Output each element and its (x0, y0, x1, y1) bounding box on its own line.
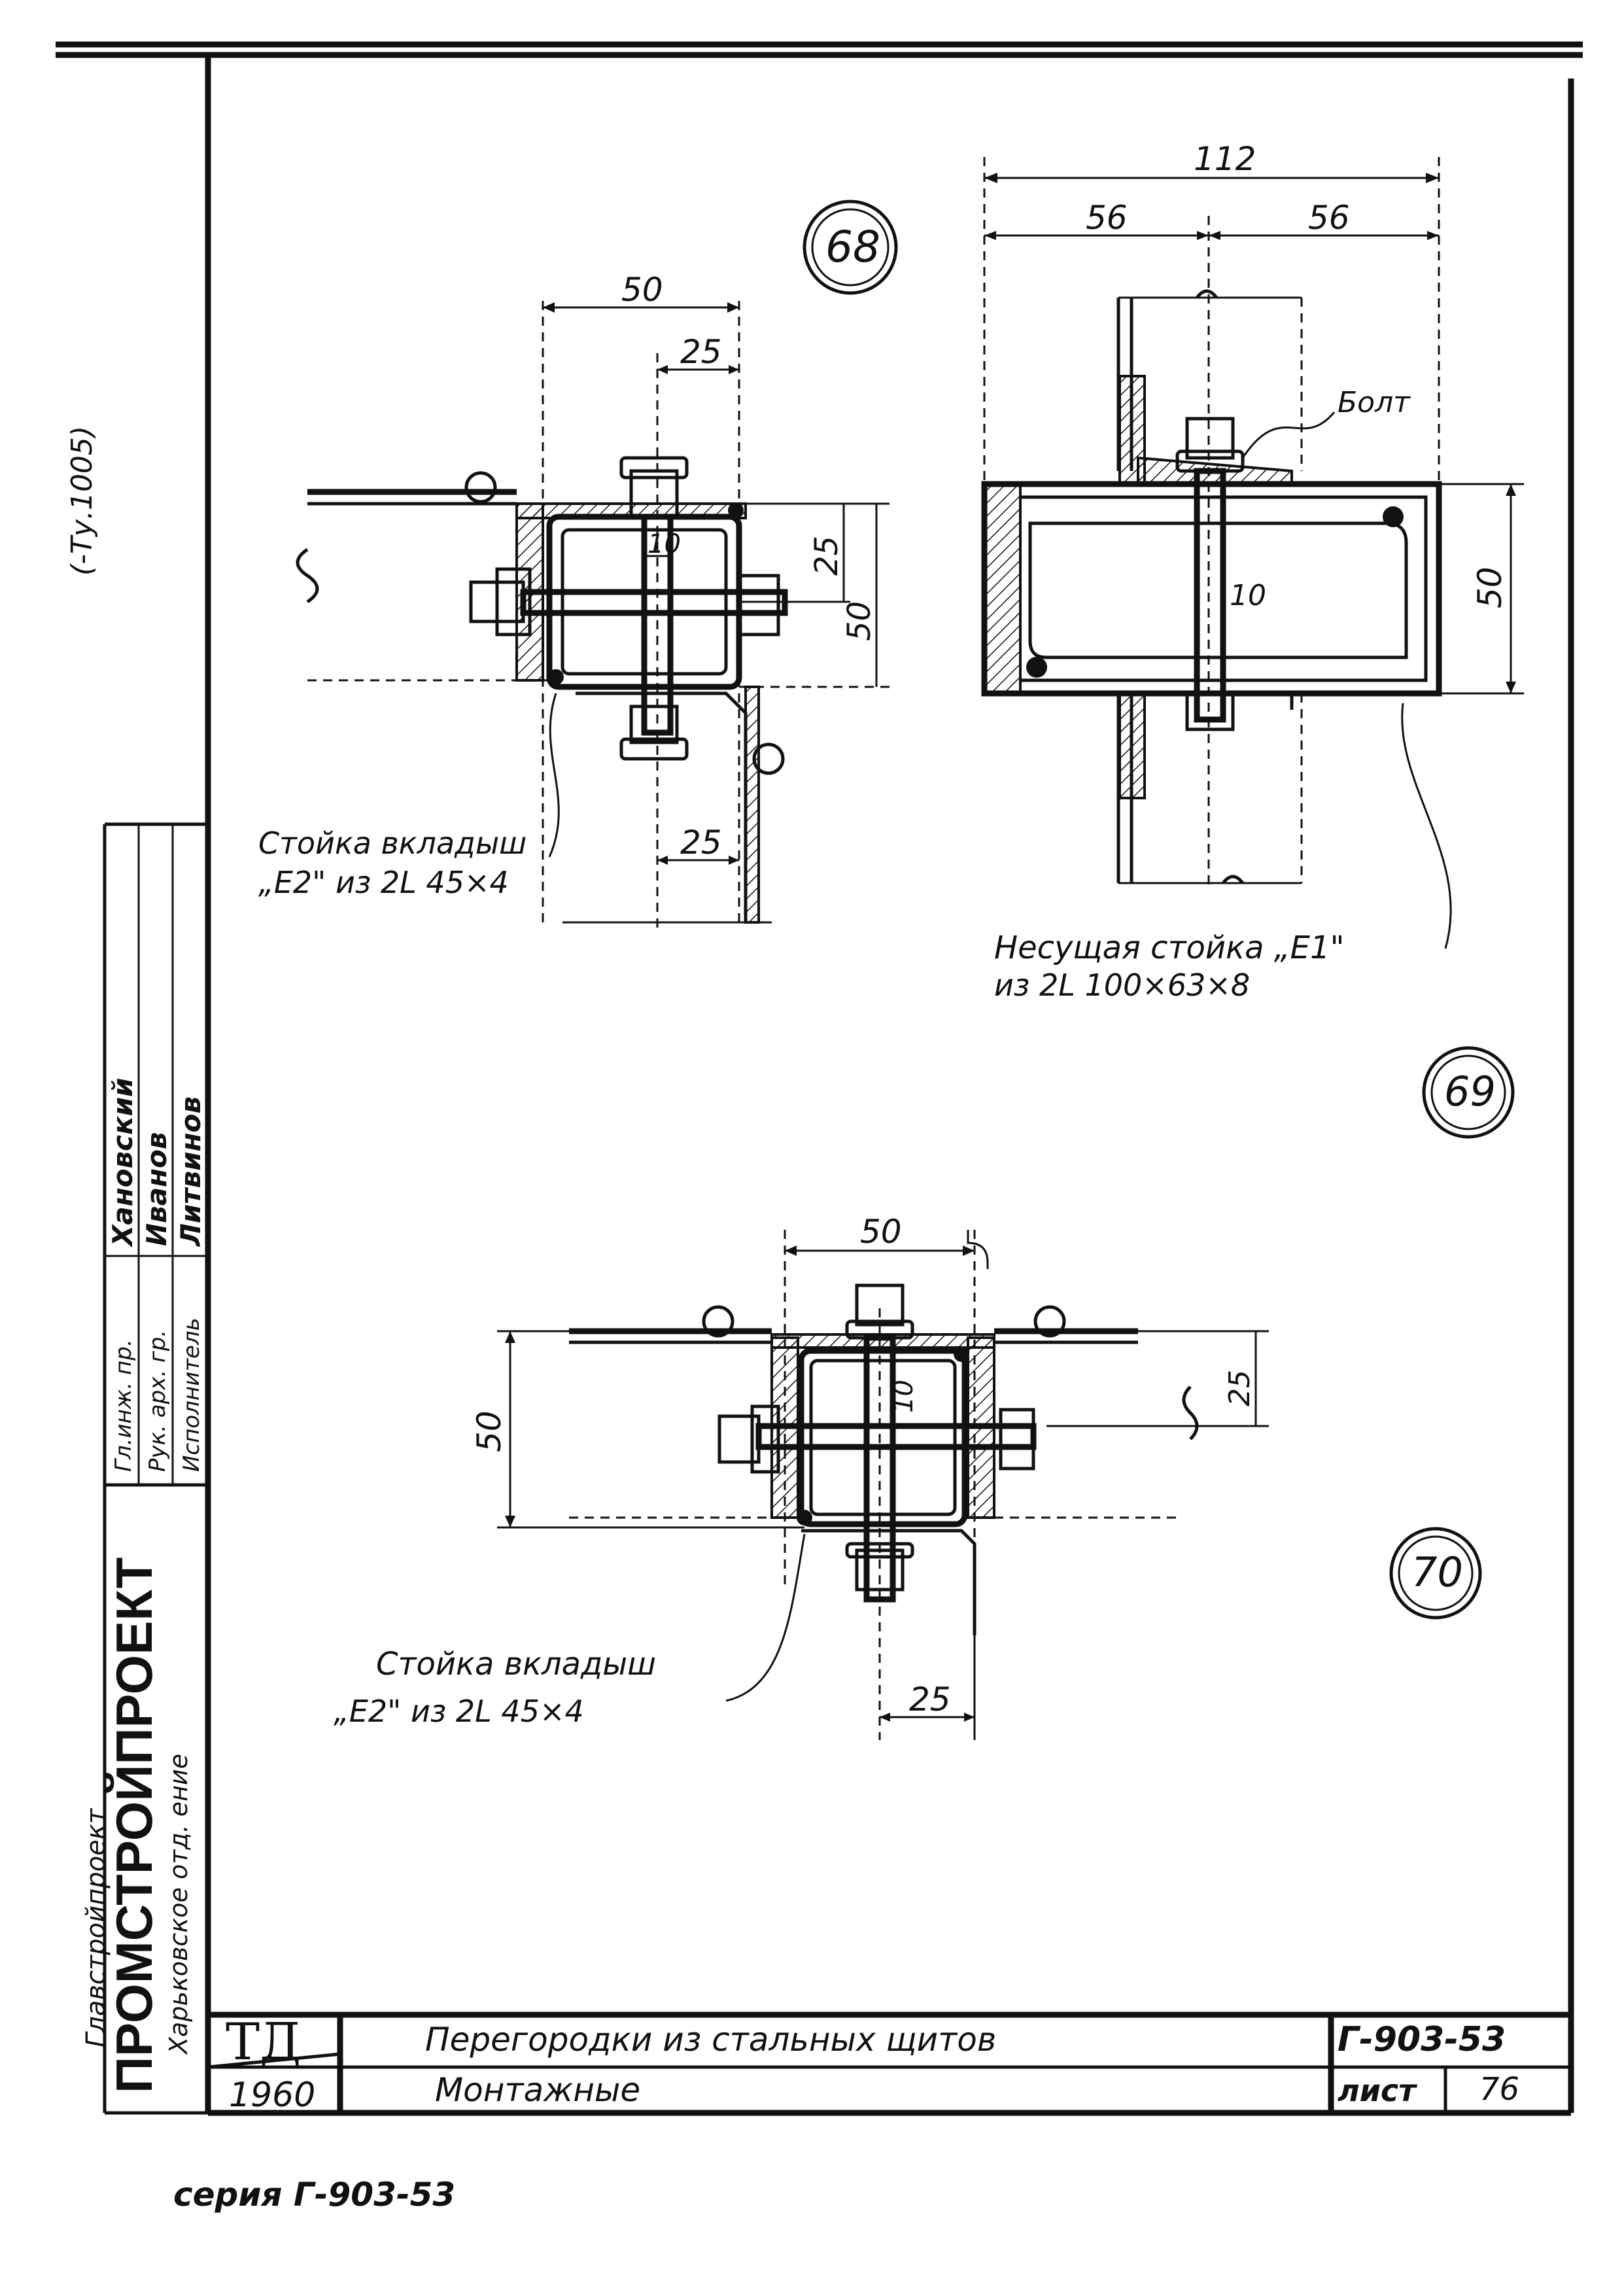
detail-70-label-2: „Е2" из 2L 45×4 (334, 1694, 584, 1729)
side-stamp: (-Ту.1005) Гл.инж. пр. Рук. арх. гр. Исп… (65, 426, 208, 2113)
detail-68-dim-50-right: 50 (841, 601, 878, 641)
detail-70-dim-25-right: 25 (1223, 1370, 1256, 1406)
title-td: ТД (226, 2013, 301, 2072)
sheet-frame (56, 41, 1583, 2116)
stamp-role-2: Рук. арх. гр. (145, 1330, 171, 1472)
detail-68-marker (803, 200, 898, 295)
footer-series: серия Г-903-53 (173, 2176, 455, 2214)
stamp-name-3: Литвинов (175, 1096, 207, 1247)
detail-68-dim-25-top: 25 (680, 333, 722, 371)
detail-68-dim-25-right: 25 (808, 536, 845, 576)
detail-69: 112 56 56 10 (981, 140, 1524, 1139)
stamp-org-line1: Главстройпроект (81, 1807, 111, 2047)
detail-69-dim-10: 10 (1230, 579, 1266, 612)
detail-70-dim-50-left: 50 (470, 1410, 508, 1452)
detail-68-marker-label: 68 (825, 222, 880, 272)
detail-70: 50 10 (334, 1213, 1482, 1740)
detail-69-dim-56-left: 56 (1086, 199, 1128, 237)
detail-70-dim-10: 10 (889, 1380, 919, 1413)
detail-69-marker-label: 69 (1444, 1068, 1496, 1115)
detail-69-dim-112: 112 (1194, 140, 1256, 178)
stamp-org-line3: Харьковское отд. ение (164, 1754, 193, 2055)
title-block: ТД 1960 Перегородки из стальных щитов Мо… (207, 2011, 1571, 2115)
detail-70-label-1: Стойка вкладыш (376, 1646, 656, 1682)
detail-68: 68 50 (258, 200, 898, 929)
detail-69-bolt-label: Болт (1338, 386, 1411, 419)
detail-69-label-2: из 2L 100×63×8 (994, 967, 1250, 1003)
detail-68-dim-50: 50 (621, 271, 663, 309)
title-sheet-number: 76 (1479, 2071, 1519, 2108)
title-year: 1960 (229, 2076, 315, 2115)
detail-68-dim-25-bottom: 25 (680, 824, 722, 862)
stamp-role-3: Исполнитель (179, 1317, 205, 1472)
stamp-role-1: Гл.инж. пр. (111, 1339, 137, 1472)
title-line-1: Перегородки из стальных щитов (425, 2021, 996, 2059)
stamp-name-2: Иванов (141, 1132, 173, 1246)
detail-69-label-1: Несущая стойка „Е1" (994, 930, 1345, 966)
detail-68-label-2: „Е2" из 2L 45×4 (258, 865, 509, 900)
detail-68-dim-10: 10 (648, 529, 681, 559)
detail-70-marker (1389, 1527, 1482, 1620)
detail-69-dim-56-right: 56 (1308, 199, 1350, 237)
title-line-2: Монтажные (435, 2071, 640, 2109)
stamp-org-name: ПРОМСТРОЙПРОЕКТ (105, 1558, 163, 2093)
detail-69-dim-50: 50 (1471, 566, 1509, 608)
detail-69-marker (1422, 1046, 1515, 1139)
detail-68-label-1: Стойка вкладыш (258, 826, 527, 861)
stamp-top-note: (-Ту.1005) (65, 426, 99, 576)
detail-70-dim-50-top: 50 (860, 1213, 902, 1251)
stamp-name-1: Хановский (107, 1078, 139, 1248)
detail-70-marker-label: 70 (1411, 1548, 1463, 1596)
title-series-code: Г-903-53 (1338, 2020, 1506, 2059)
detail-70-dim-25-bottom: 25 (909, 1680, 951, 1718)
title-sheet-label: лист (1338, 2073, 1417, 2108)
